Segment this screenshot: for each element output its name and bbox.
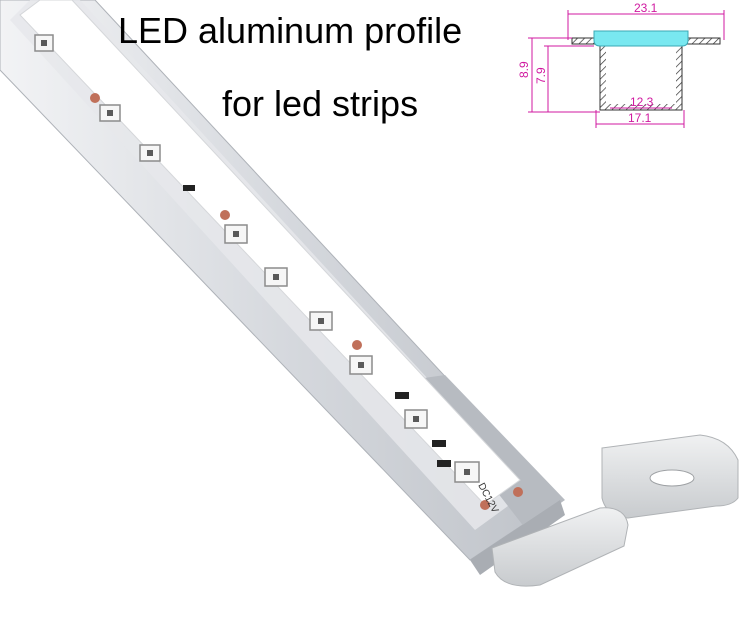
- title-line-1: LED aluminum profile: [118, 10, 463, 51]
- dimension-inner-height: 7.9: [534, 67, 548, 84]
- resistors: [183, 185, 451, 467]
- end-cap-right: [601, 434, 739, 519]
- dimension-bottom-width: 17.1: [628, 111, 652, 125]
- diffuser-cover: [593, 30, 689, 47]
- led-strip: DC12V: [19, 0, 523, 515]
- end-cap-left: [491, 507, 629, 587]
- dimension-total-height: 8.9: [517, 61, 531, 78]
- dimension-top-width: 23.1: [634, 1, 658, 15]
- title-line-2: for led strips: [222, 83, 419, 124]
- led-chip-centers: [41, 40, 470, 475]
- profile-cross-section-diagram: 23.1 8.9 7.9 12.3 17.1: [517, 1, 725, 128]
- dimension-channel-width: 12.3: [630, 95, 654, 109]
- solder-pads: [90, 93, 523, 510]
